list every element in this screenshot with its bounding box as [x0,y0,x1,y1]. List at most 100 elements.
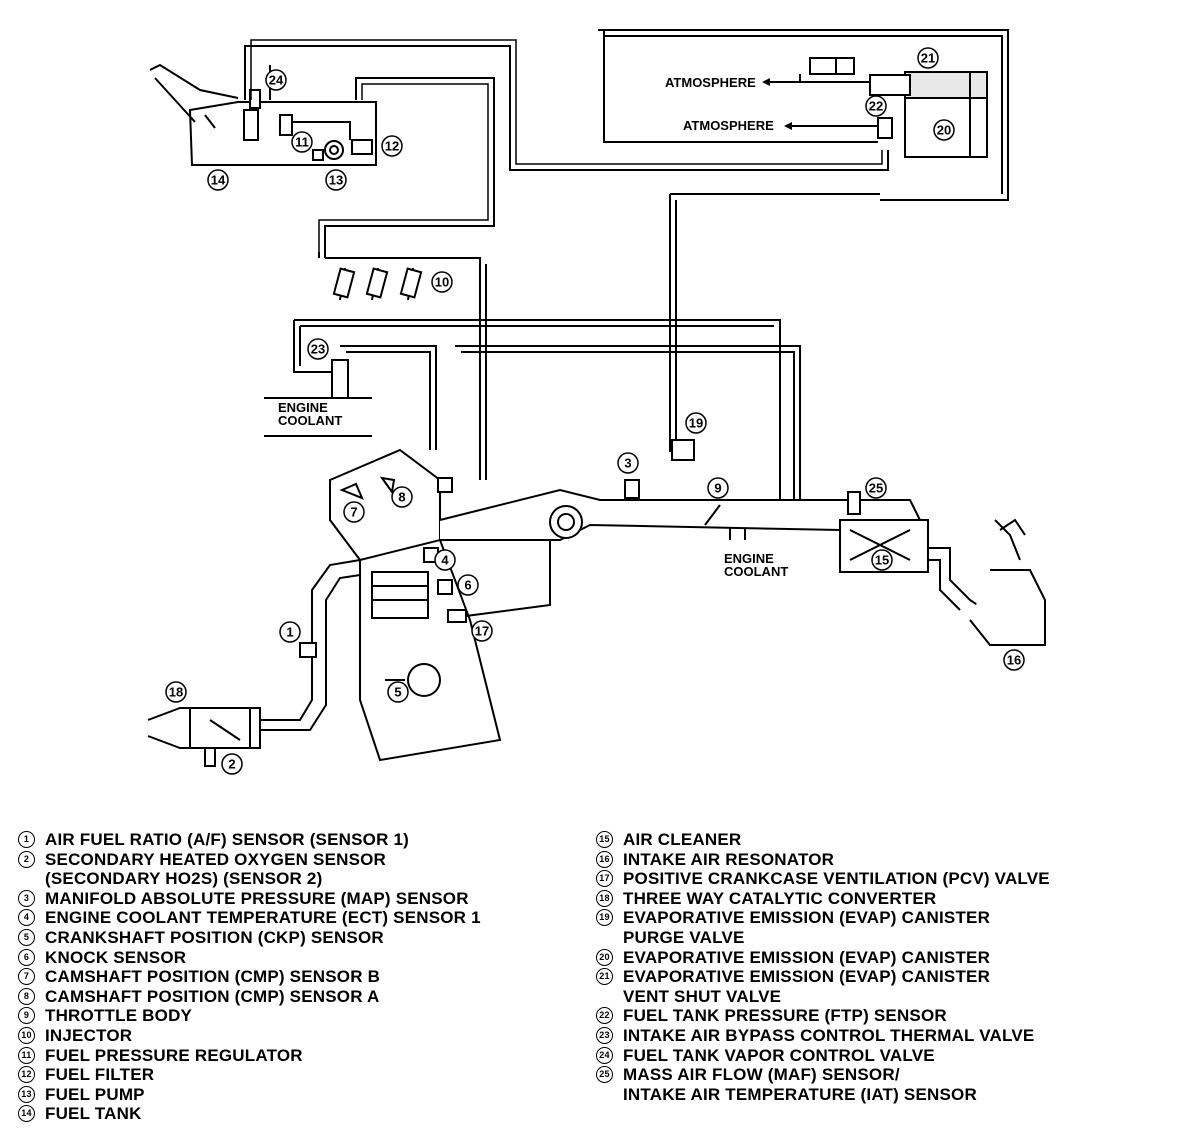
pcv-valve [447,609,467,623]
engine-coolant-label-left-1: ENGINE [278,400,328,415]
callout-number: 6 [464,578,471,593]
legend-item: 25 MASS AIR FLOW (MAF) SENSOR/ INTAKE AIR… [596,1065,1156,1104]
callout-number: 24 [269,73,284,88]
callout-20: 20 [933,119,955,141]
callout-number: 16 [1007,653,1021,668]
legend-number: 10 [18,1026,35,1044]
secondary-ho2s [204,747,216,767]
callout-24: 24 [265,69,287,91]
callout-number: 4 [441,553,449,568]
fuel-strainer [312,149,324,161]
callout-25: 25 [865,477,887,499]
legend-number: 12 [18,1066,35,1084]
legend-item: 18 THREE WAY CATALYTIC CONVERTER [596,889,1156,909]
atmosphere-label-bottom: ATMOSPHERE [683,118,774,133]
legend-number: 7 [18,968,35,986]
legend-number: 5 [18,928,35,946]
legend-number: 25 [596,1066,613,1084]
legend-text: POSITIVE CRANKCASE VENTILATION (PCV) VAL… [623,869,1050,889]
legend-number: 4 [18,909,35,927]
engine-coolant-label-left-2: COOLANT [278,413,342,428]
callout-15: 15 [871,549,893,571]
legend-text: THROTTLE BODY [45,1006,193,1026]
legend-number: 24 [596,1046,613,1064]
callout-number: 5 [394,685,401,700]
callout-number: 8 [398,490,405,505]
thermal-valve [331,359,349,399]
legend-text: MANIFOLD ABSOLUTE PRESSURE (MAP) SENSOR [45,888,469,908]
purge-valve [671,439,695,461]
legend-text: EVAPORATIVE EMISSION (EVAP) CANISTER PUR… [623,908,991,947]
callout-5: 5 [387,681,409,703]
callout-3: 3 [617,452,639,474]
legend-text: CRANKSHAFT POSITION (CKP) SENSOR [45,927,384,947]
legend-number: 22 [596,1007,613,1025]
callout-1: 1 [279,621,301,643]
legend-text: MASS AIR FLOW (MAF) SENSOR/ INTAKE AIR T… [623,1065,977,1104]
callout-number: 1 [286,625,293,640]
piston [371,571,429,619]
engine-coolant-label-mid-1: ENGINE [724,551,774,566]
vapor-control-valve [249,89,261,109]
legend-item: 20 EVAPORATIVE EMISSION (EVAP) CANISTER [596,948,1156,968]
callout-number: 3 [624,456,631,471]
callout-7: 7 [343,501,365,523]
callout-11: 11 [291,131,313,153]
legend-text: INJECTOR [45,1025,133,1045]
callout-18: 18 [165,681,187,703]
cmp-sensor-b [339,482,364,500]
legend-number: 23 [596,1026,613,1044]
callout-number: 17 [475,624,489,639]
catalytic-converter [147,707,261,749]
callout-number: 23 [311,342,325,357]
legend-text: EVAPORATIVE EMISSION (EVAP) CANISTER [623,947,991,967]
legend-text: FUEL TANK [45,1104,142,1124]
legend-text: THREE WAY CATALYTIC CONVERTER [623,888,937,908]
callout-number: 12 [385,139,399,154]
callout-6: 6 [457,574,479,596]
callout-22: 22 [865,95,887,117]
callout-number: 18 [169,685,183,700]
callout-number: 15 [875,553,889,568]
injectors [332,267,423,301]
callout-19: 19 [685,412,707,434]
legend-text: AIR CLEANER [623,830,742,849]
legend-number: 1 [18,831,35,848]
callout-23: 23 [307,338,329,360]
arrow-icon [762,78,792,130]
legend-number: 3 [18,889,35,907]
legend-number: 19 [596,909,613,927]
filler-neck [149,63,239,129]
callout-number: 7 [350,505,357,520]
callout-8: 8 [391,486,413,508]
fuel-filter [351,139,373,155]
af-sensor [299,642,317,658]
callout-17: 17 [471,620,493,642]
intake-air-resonator [969,569,1046,646]
fuel-pressure-regulator [279,114,293,136]
legend-text: SECONDARY HEATED OXYGEN SENSOR (SECONDAR… [45,849,387,889]
legend-number: 15 [596,831,613,848]
callout-number: 11 [295,135,309,150]
ftp-sensor [877,117,893,139]
callout-4: 4 [434,549,456,571]
maf-sensor [847,491,861,515]
crank-reluctor [407,663,441,697]
legend-text: FUEL PUMP [45,1084,145,1104]
callout-21: 21 [917,47,939,69]
legend-number: 20 [596,948,613,966]
legend-number: 18 [596,889,613,907]
callout-14: 14 [207,169,229,191]
